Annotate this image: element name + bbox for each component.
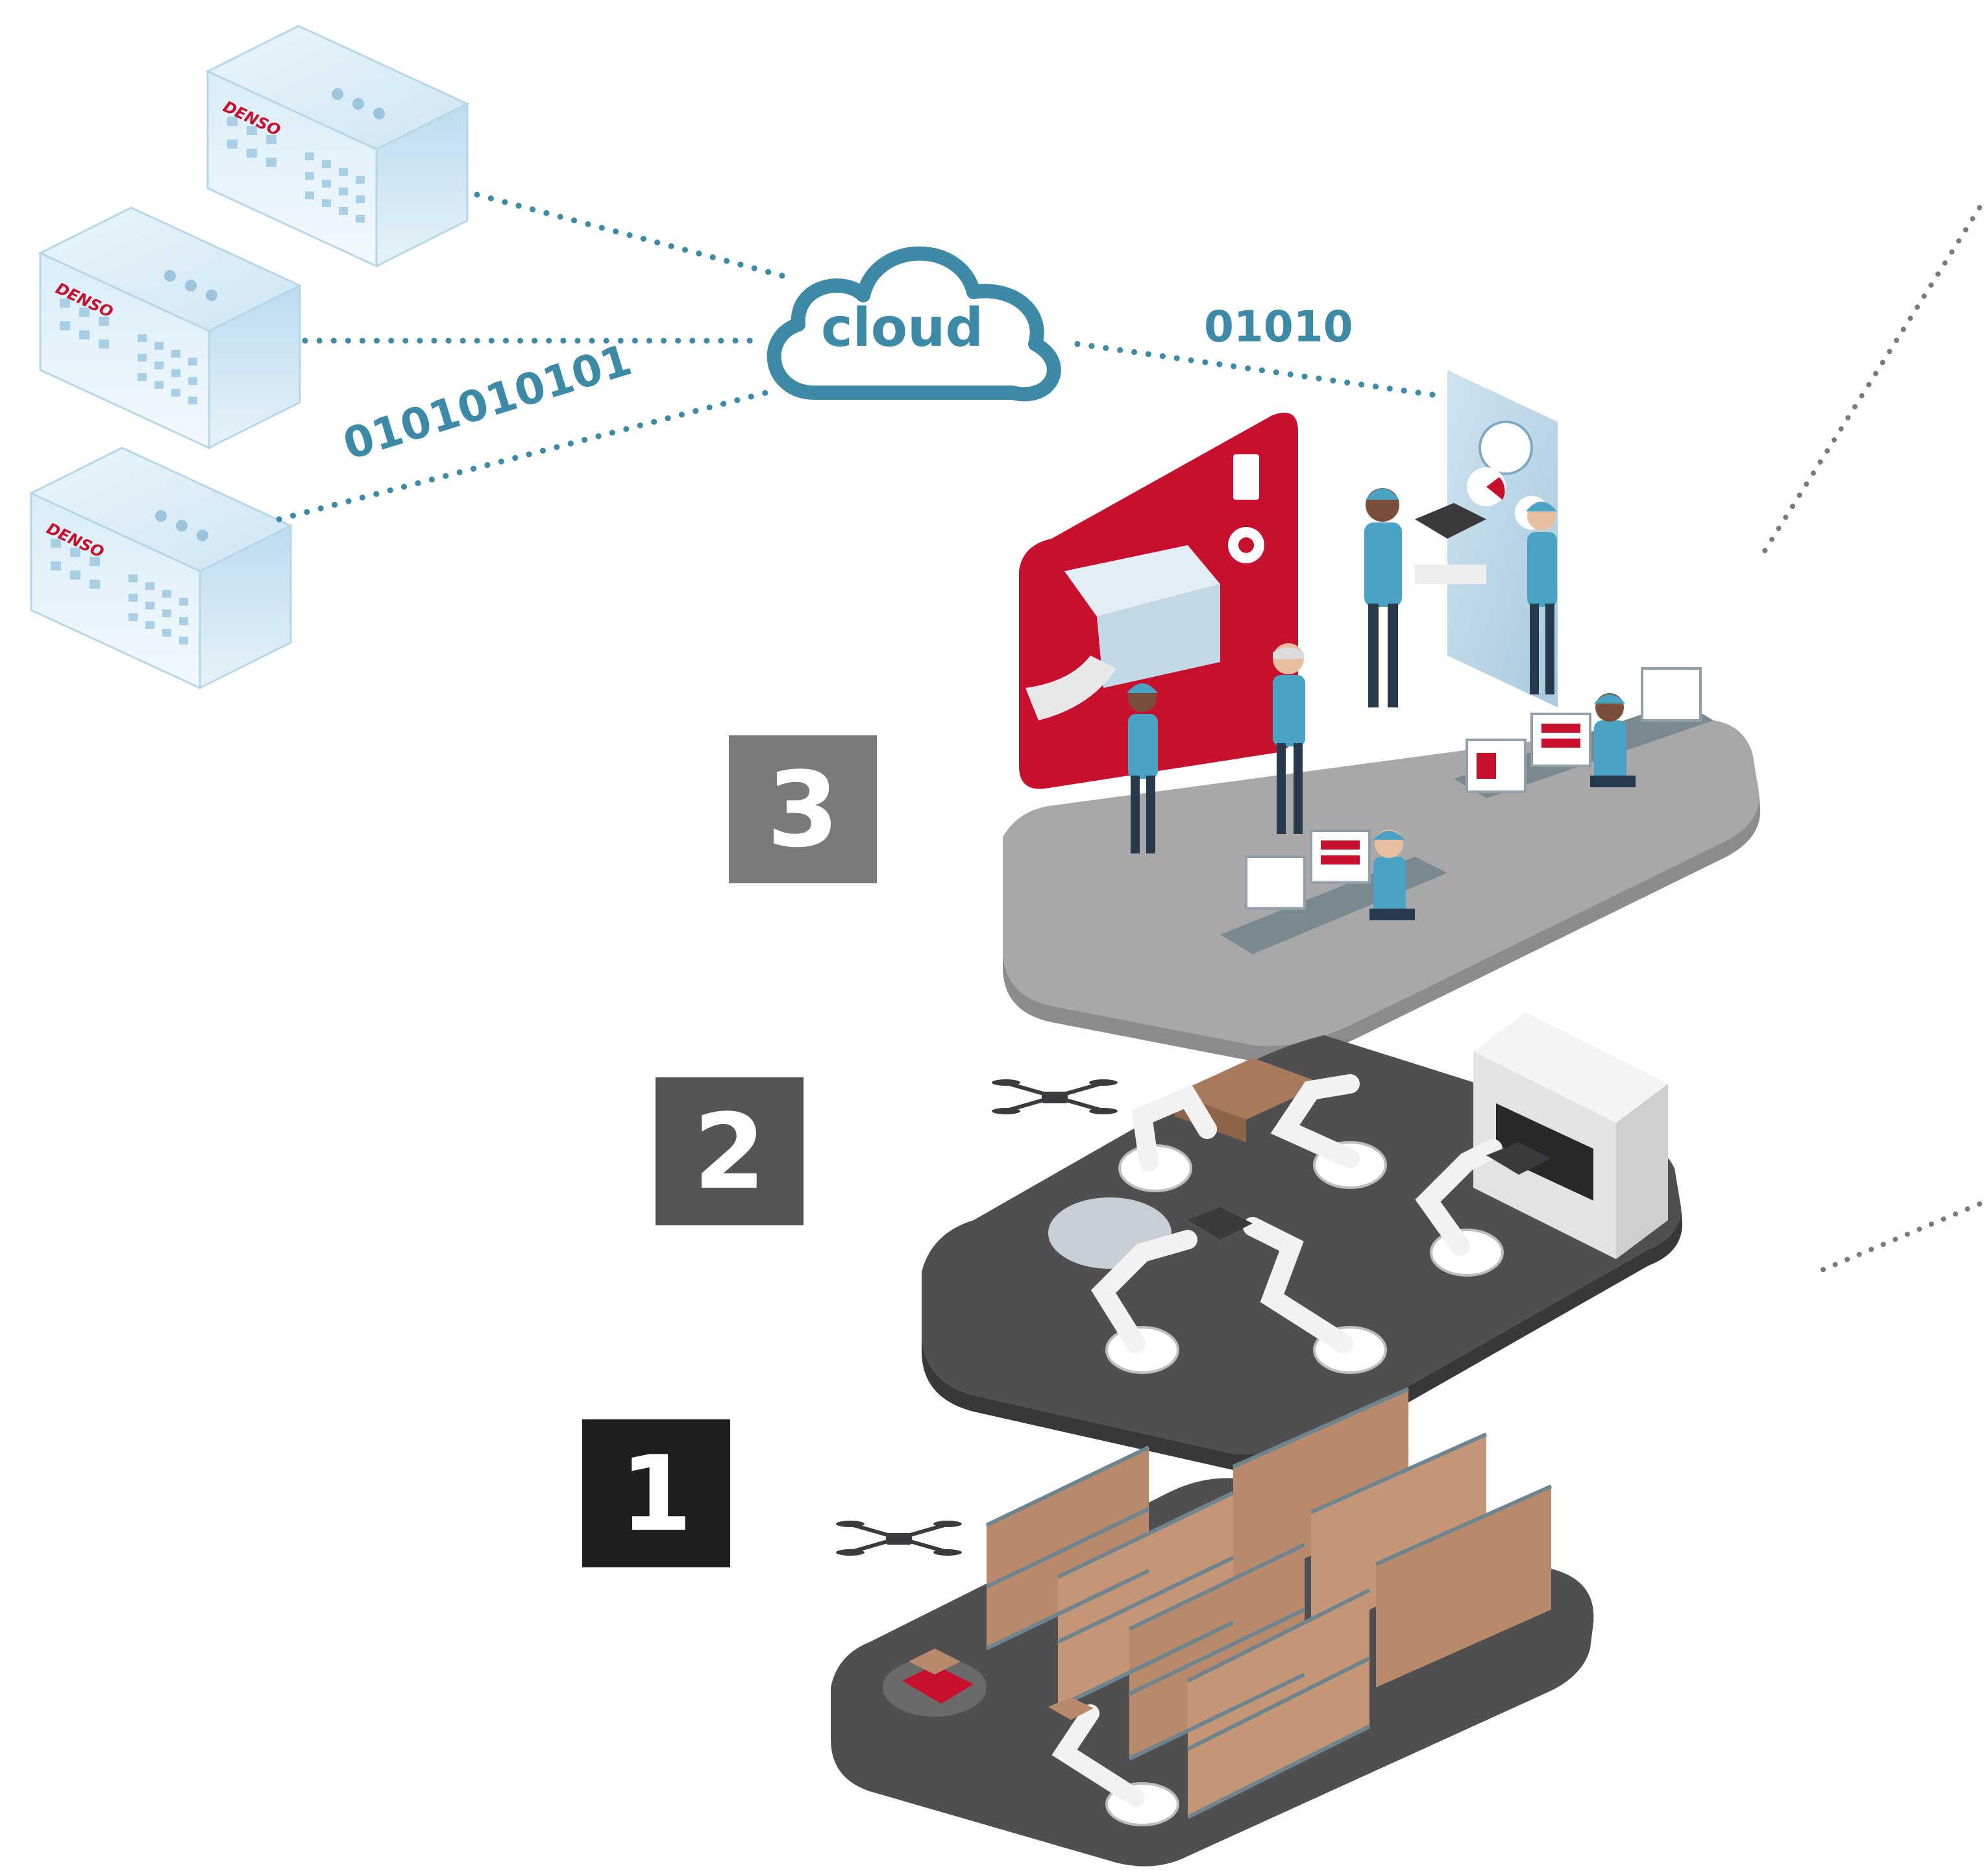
- layer-3-badge: 3: [729, 735, 877, 883]
- robot-arm-icon: [1048, 1697, 1179, 1826]
- cloud-label: cloud: [821, 297, 984, 359]
- layer-2-illustration: [922, 1012, 1682, 1471]
- robot-arm-icon: [1090, 1074, 1504, 1374]
- data-stream-label-right: 01010: [1204, 302, 1353, 352]
- factory-building-icon: DENSO: [38, 206, 302, 450]
- drone-icon: [836, 1521, 962, 1556]
- worker-figures: [1127, 488, 1636, 920]
- factory-building-icon: DENSO: [29, 447, 293, 690]
- data-connection-lines: [276, 191, 1444, 522]
- factory-building-icon: DENSO: [205, 25, 470, 268]
- layer-2-badge: 2: [656, 1077, 804, 1225]
- layer-1-badge: 1: [582, 1419, 730, 1567]
- layer-3-illustration: [1003, 370, 1761, 1062]
- storage-rack-icon: [985, 1387, 1552, 1819]
- cloud-icon: [767, 246, 1061, 402]
- layer-1-illustration: [831, 1387, 1594, 1867]
- decorative-dotted-lines: [1760, 205, 1982, 1275]
- drone-icon: [992, 1079, 1118, 1114]
